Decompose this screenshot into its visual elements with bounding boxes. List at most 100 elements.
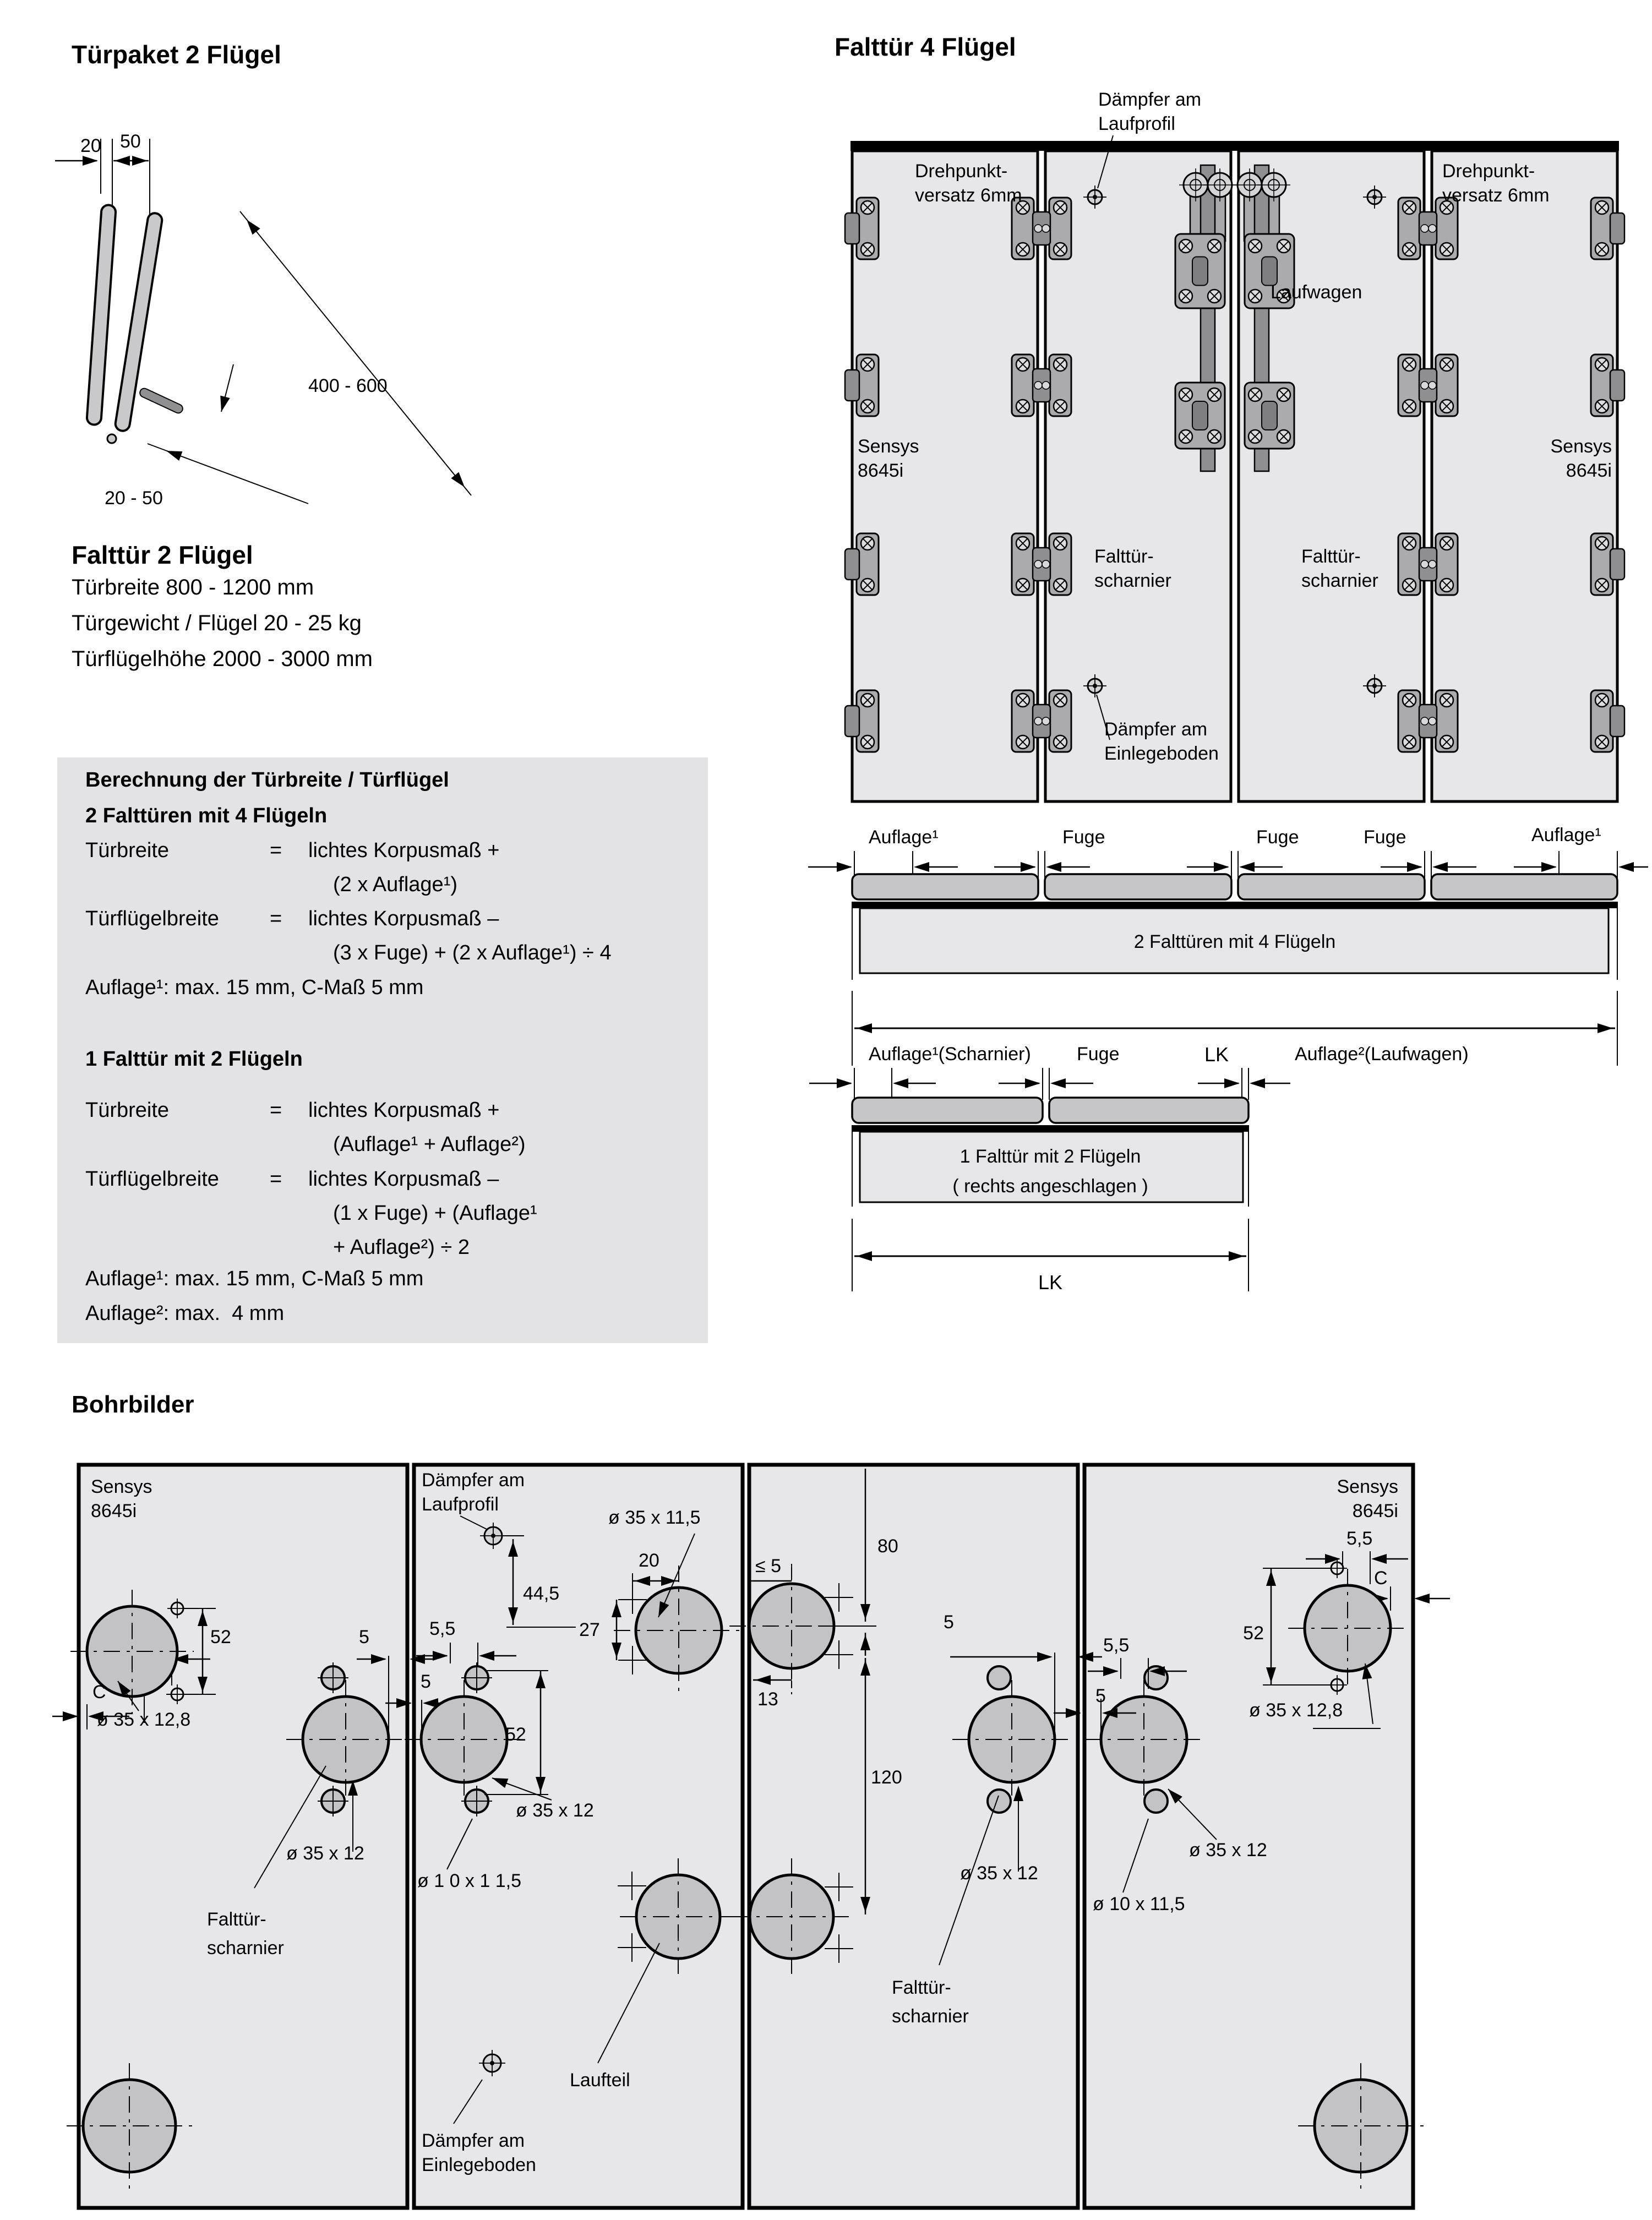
line: [1017, 580, 1028, 591]
label-drehpunktversatz: versatz 6mm: [1442, 185, 1550, 206]
calc-eq: =: [270, 1099, 282, 1122]
arrowhead: [83, 156, 98, 166]
line: [1250, 431, 1261, 442]
dim-5-5: 5,5: [429, 1618, 455, 1639]
hinge-pin: [1420, 381, 1429, 390]
spec-line: Türbreite 800 - 1200 mm: [72, 575, 314, 599]
dim-5: 5: [421, 1671, 431, 1692]
arrowhead: [658, 1601, 669, 1617]
label-falttuerscharnier: Falttür-: [1094, 546, 1154, 567]
hole-label-35x12: ø 35 x 12: [960, 1863, 1038, 1884]
line: [1209, 389, 1220, 400]
line: [1441, 538, 1452, 549]
laufwagen-hub: [1261, 401, 1278, 430]
line: [1596, 202, 1607, 213]
line: [1404, 202, 1415, 213]
arrowhead: [1102, 1708, 1117, 1718]
line: [1055, 359, 1066, 370]
screw-center: [1372, 195, 1377, 199]
laufwagen-hub: [1192, 256, 1208, 286]
label-drehpunktversatz: Drehpunkt-: [915, 161, 1007, 182]
label-drehpunktversatz: versatz 6mm: [915, 185, 1022, 206]
dim-5: 5: [1095, 1686, 1106, 1706]
drill-hole: [85, 1605, 179, 1698]
line: [1017, 202, 1028, 213]
profile-bar: [852, 902, 1617, 908]
door-panel: [850, 149, 1039, 803]
calc-formula: lichtes Korpusmaß +: [308, 839, 500, 862]
line: [862, 244, 873, 255]
label-daempfer-laufprofil: Laufprofil: [422, 1494, 499, 1515]
arrowhead: [536, 1777, 546, 1792]
drill-hole: [81, 2078, 177, 2174]
line: [1017, 538, 1028, 549]
calc-formula: (3 x Fuge) + (2 x Auflage¹) ÷ 4: [333, 941, 612, 964]
line: [1278, 291, 1289, 302]
arrowhead: [612, 1643, 621, 1658]
line: [1097, 135, 1114, 189]
line: [1441, 202, 1452, 213]
label-laufteil: Laufteil: [570, 2070, 630, 2091]
label-daempfer-einlegeboden: Dämpfer am: [422, 2130, 525, 2151]
drill-hole: [1313, 2078, 1409, 2174]
hinge-pin: [1428, 560, 1437, 569]
dim-lk: LK: [1204, 1043, 1229, 1066]
dim-fuge: Fuge: [1062, 827, 1105, 848]
section-title-falttuer4: Falttür 4 Flügel: [835, 32, 1016, 61]
dim-auflage1: Auflage¹: [1531, 825, 1601, 846]
arrowhead: [508, 1541, 518, 1557]
arrowhead: [1168, 1789, 1182, 1804]
label-daempfer-einlegeboden: Einlegeboden: [1104, 743, 1219, 764]
calc-formula: (2 x Auflage¹): [333, 873, 457, 896]
caption-1falttuer: 1 Falttür mit 2 Flügeln: [960, 1146, 1141, 1167]
arrowhead: [1407, 862, 1422, 872]
line: [1180, 431, 1191, 442]
dim-auflage1: Auflage¹: [869, 827, 939, 848]
arrowhead: [1618, 862, 1634, 872]
dim-20: 20: [80, 135, 101, 156]
door-leaf: [114, 212, 163, 432]
calc-formula: (1 x Fuge) + (Auflage¹: [333, 1202, 537, 1225]
line: [1404, 538, 1415, 549]
line: [1596, 401, 1607, 412]
label-sensys: 8645i: [91, 1501, 137, 1521]
dim-auflage2-laufwagen: Auflage²(Laufwagen): [1295, 1044, 1469, 1065]
arrowhead: [1541, 862, 1557, 872]
hole-label-35x128: ø 35 x 12,8: [1249, 1700, 1343, 1721]
screw-center: [1093, 195, 1097, 199]
line: [1250, 241, 1261, 252]
hinge-pin: [1034, 381, 1043, 390]
line: [1441, 737, 1452, 748]
spec-line: Türgewicht / Flügel 20 - 25 kg: [72, 611, 362, 635]
hinge-pin: [1420, 717, 1429, 726]
arrowhead: [198, 1611, 208, 1626]
arrowhead: [451, 472, 465, 487]
line: [1017, 359, 1028, 370]
line: [1209, 241, 1220, 252]
arrowhead: [1239, 862, 1255, 872]
calc-eq: =: [270, 1168, 282, 1191]
line: [1441, 244, 1452, 255]
arrowhead: [433, 1651, 448, 1661]
arrowhead: [63, 1711, 78, 1721]
arrowhead: [1046, 862, 1061, 872]
label-falttuerscharnier: Falttür-: [1301, 546, 1361, 567]
door-leaf-rect: [114, 212, 163, 432]
label-sensys: 8645i: [1353, 1501, 1398, 1521]
arrowhead: [1066, 1708, 1081, 1718]
hinge-pin: [1428, 717, 1437, 726]
laufwagen-hub: [1192, 401, 1208, 430]
line: [1096, 694, 1110, 740]
arrowhead: [1037, 1652, 1053, 1662]
hinge-pin: [1042, 381, 1050, 390]
arrowhead: [893, 1078, 908, 1088]
arrowhead: [220, 395, 230, 412]
label-laufwagen: Laufwagen: [1271, 282, 1362, 303]
label-daempfer-laufprofil: Dämpfer am: [422, 1470, 525, 1491]
door-leaf-rect: [85, 204, 117, 426]
hinge-pin: [1428, 381, 1437, 390]
calc-label: Türbreite: [85, 1099, 170, 1122]
door-slab: [1044, 873, 1233, 901]
arrowhead: [1050, 1078, 1066, 1088]
door-slab: [851, 1097, 1044, 1124]
